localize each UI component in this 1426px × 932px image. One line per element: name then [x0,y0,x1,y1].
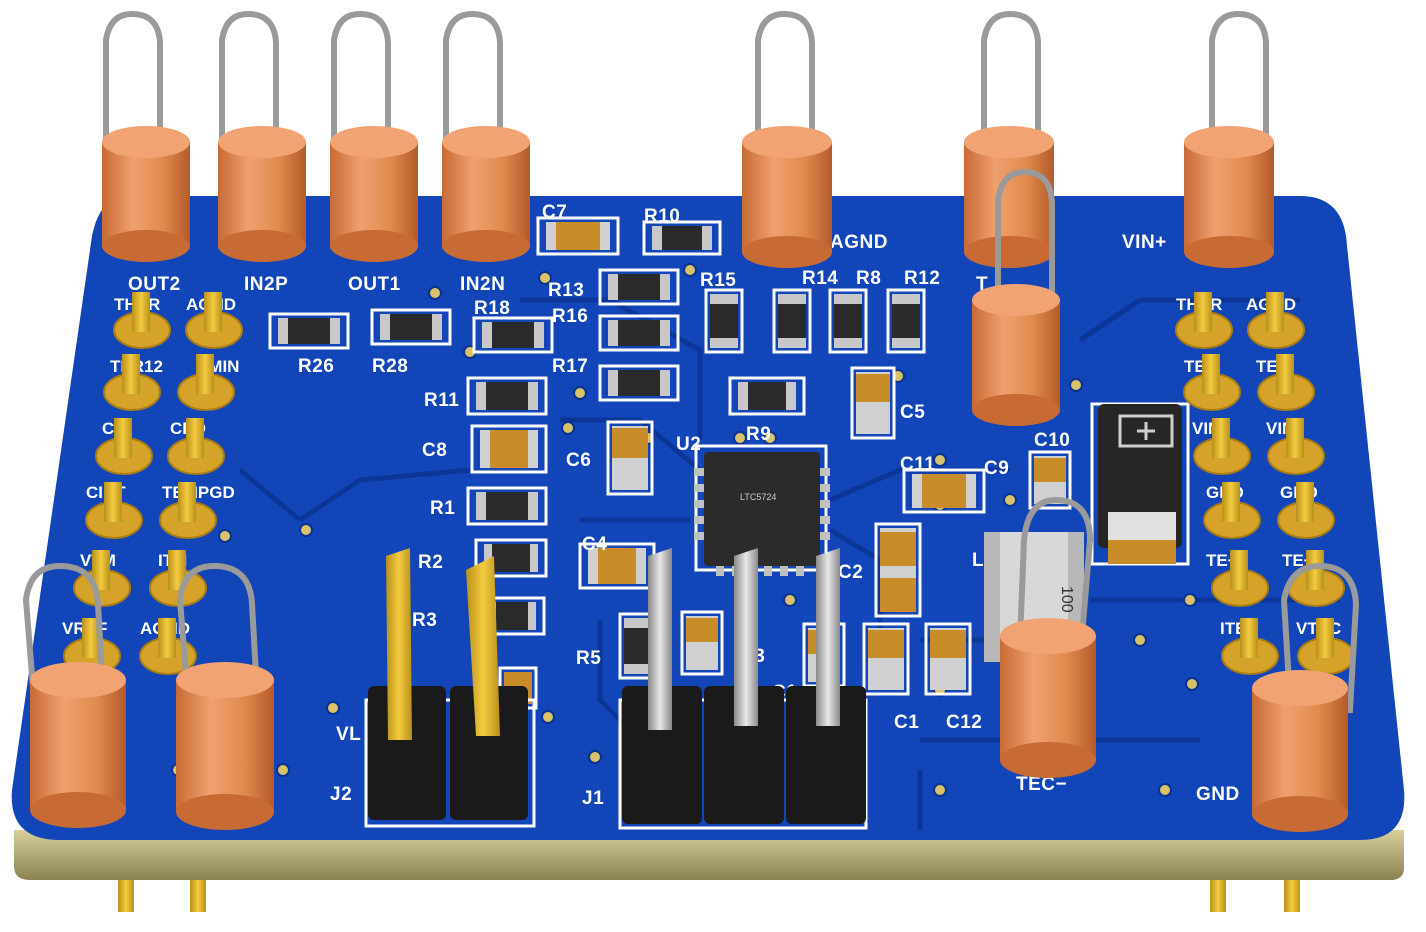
label-c10: C10 [1034,430,1070,451]
label-c4: C4 [582,534,607,555]
test-point-bottom-left-1 [22,562,126,828]
resistor-r15 [704,288,744,354]
label-t: T [976,274,988,295]
resistor-r1 [466,486,548,526]
capacitor-c5 [850,366,896,440]
label-l: L [972,550,984,571]
label-c12: C12 [946,712,982,733]
label-in2n: IN2N [460,274,505,295]
test-point-bottom-left-2 [176,562,274,830]
board-edge [14,830,1404,880]
label-r1: R1 [430,498,455,519]
label-c1: C1 [894,712,919,733]
label-c7: C7 [542,202,567,223]
label-j2: J2 [330,784,352,805]
label-r12: R12 [904,268,940,289]
label-gnd: GND [1196,784,1240,805]
test-point-vin-plus [1184,10,1274,268]
label-r16: R16 [552,306,588,327]
label-out1: OUT1 [348,274,401,295]
label-r14: R14 [802,268,838,289]
test-point-agnd [742,10,832,268]
capacitor-c12 [924,622,972,696]
ic-marking: LTC5724 [740,492,776,502]
test-point-out1 [330,10,418,262]
capacitor-c6 [606,420,654,496]
test-point-t [964,10,1054,268]
label-right-te-minus-1: TE− [1206,551,1238,570]
resistor-r10 [642,220,722,256]
label-r3: R3 [412,610,437,631]
label-j1: J1 [582,788,604,809]
label-c11: C11 [900,454,935,475]
capacitor-c2 [874,522,922,618]
label-r18: R18 [474,298,510,319]
label-c6: C6 [566,450,591,471]
resistor-r16 [598,314,680,352]
capacitor-c8 [470,424,548,474]
connector-j2 [364,548,536,828]
label-vl: VL [336,724,361,745]
inductor-marking: 100 [1058,586,1075,613]
test-point-in2n [442,10,530,262]
resistor-r17 [598,364,680,402]
label-left-tempgd: TEMPGD [162,483,235,502]
ic-u2: LTC5724 [694,444,830,576]
label-vin-plus-top: VIN+ [1122,232,1167,253]
resistor-r28 [370,308,452,346]
label-r5: R5 [576,648,601,669]
capacitor-c7 [536,216,620,256]
label-agnd-top: AGND [830,232,888,253]
label-r10: R10 [644,206,680,227]
diode-d1 [1090,402,1190,566]
capacitor-c3 [680,610,724,676]
label-tec-minus: TEC− [1016,774,1067,795]
label-r26: R26 [298,356,334,377]
capacitor-c1 [862,622,910,696]
label-r13: R13 [548,280,584,301]
label-c8: C8 [422,440,447,461]
label-in2p: IN2P [244,274,288,295]
capacitor-c11 [902,468,986,514]
test-points [22,10,1360,832]
label-out2: OUT2 [128,274,181,295]
label-r9: R9 [746,424,771,445]
label-c2: C2 [838,562,863,583]
resistor-r9 [728,376,806,416]
resistor-r12 [886,288,926,354]
test-point-in2p [218,10,306,262]
resistor-r14 [772,288,812,354]
header-pin-rings [63,292,1355,912]
label-u2: U2 [676,434,701,455]
test-point-tec-minus [1000,496,1096,778]
label-r28: R28 [372,356,408,377]
test-point-gnd [1252,562,1360,832]
test-point-mid [972,168,1060,426]
resistor-r13 [598,268,680,306]
resistor-r11 [466,376,548,416]
label-c9: C9 [984,458,1009,479]
label-r8: R8 [856,268,881,289]
capacitor-c9 [1028,450,1072,510]
resistor-r26 [268,312,350,350]
label-c5: C5 [900,402,925,423]
label-r15: R15 [700,270,736,291]
resistor-r18 [472,316,554,354]
resistor-parts [268,220,926,680]
resistor-r8 [828,288,868,354]
label-r2: R2 [418,552,443,573]
capacitor-c4 [578,542,656,590]
label-r17: R17 [552,356,588,377]
test-point-out2 [102,10,190,262]
connector-j1 [618,548,868,830]
label-r11: R11 [424,390,459,411]
